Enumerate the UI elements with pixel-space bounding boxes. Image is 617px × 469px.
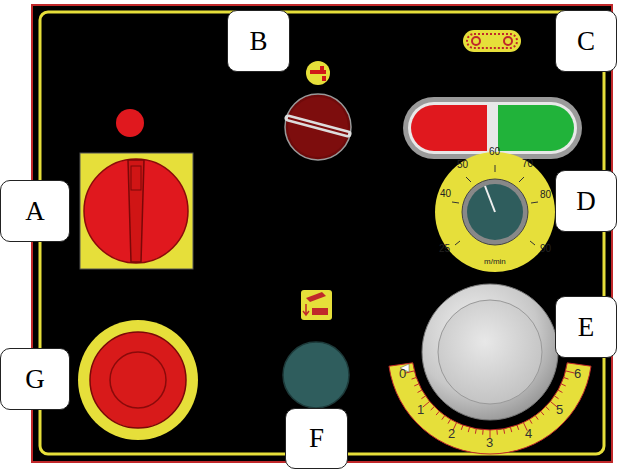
callout-letter: G — [25, 364, 45, 395]
scale-tick — [448, 419, 451, 423]
callout-letter: D — [576, 186, 596, 217]
dial-scale-number: 50 — [457, 160, 468, 170]
callout-box: B — [227, 10, 290, 72]
dial-scale-number: 80 — [540, 190, 551, 200]
dial-scale-number: 90 — [540, 244, 551, 254]
scale-tick — [461, 425, 463, 430]
scale-tick — [510, 427, 511, 432]
callout-letter: C — [577, 26, 595, 57]
scale-tick — [541, 411, 544, 415]
scale-tick — [412, 377, 417, 379]
callout-letter: F — [309, 423, 324, 454]
dial-scale-number: m/min — [484, 258, 506, 266]
scale-tick — [442, 416, 445, 420]
callout-letter: A — [25, 196, 45, 227]
knob-scale-number: 6 — [574, 367, 581, 380]
scale-tick — [503, 429, 505, 434]
knob-scale-number: 5 — [556, 403, 563, 416]
callout-box: D — [555, 170, 617, 232]
dial-scale-number: 40 — [440, 189, 451, 199]
scale-tick — [566, 371, 575, 373]
knob-scale-number: 2 — [448, 427, 455, 440]
scale-tick — [546, 407, 550, 410]
scale-tick — [431, 407, 435, 410]
scale-tick — [535, 416, 538, 420]
scale-tick — [414, 384, 419, 386]
scale-tick — [558, 390, 562, 392]
dial-scale-number: 25 — [439, 244, 450, 254]
scale-tick — [418, 390, 422, 392]
callout-box: E — [555, 296, 617, 358]
scale-tick — [496, 430, 497, 435]
scale-tick — [468, 427, 469, 432]
callout-letter: B — [249, 26, 267, 57]
scale-tick — [529, 419, 532, 423]
scale-tick — [561, 384, 566, 386]
knob-scale-number: 0 — [399, 367, 406, 380]
scale-tick — [564, 377, 569, 379]
dial-scale-number: 60 — [489, 147, 500, 157]
callout-box: G — [0, 348, 70, 410]
callout-box: F — [285, 408, 348, 469]
knob-scale-number: 4 — [525, 427, 532, 440]
scale-tick — [482, 430, 483, 435]
scale-tick — [517, 425, 519, 430]
scale-tick — [475, 429, 477, 434]
knob-scale-number: 1 — [417, 403, 424, 416]
dial-scale-number: 70 — [522, 159, 533, 169]
callout-box: C — [555, 10, 617, 72]
callout-letter: E — [578, 312, 595, 343]
scale-tick — [436, 411, 439, 415]
knob-scale-number: 3 — [486, 436, 493, 449]
scale-tick — [554, 396, 558, 399]
scale-tick — [421, 396, 425, 399]
callout-box: A — [0, 180, 70, 242]
